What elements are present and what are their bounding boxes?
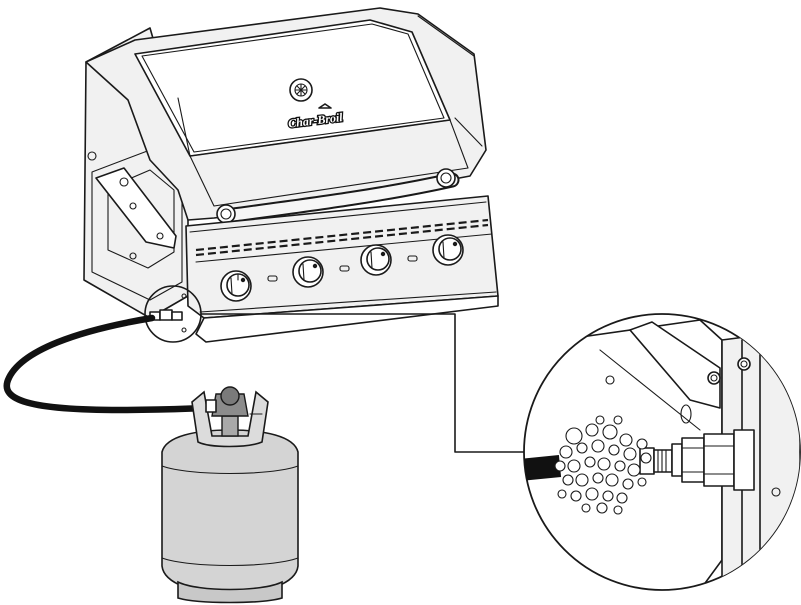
tank-foot-ring [177, 580, 283, 604]
indicator-slot-3 [407, 255, 418, 262]
regulator-cap [220, 386, 240, 406]
detail-hose [524, 455, 562, 481]
burner-knob-3 [360, 244, 392, 276]
indicator-slot-2 [339, 265, 350, 272]
side-bracket [95, 167, 177, 249]
burner-knob-1 [220, 270, 252, 302]
lower-cabinet [195, 295, 499, 343]
gas-grill: Char-Broil [83, 7, 499, 343]
callout-leader-line [200, 313, 526, 453]
tank-body [161, 429, 299, 595]
tank-valve [221, 415, 239, 437]
small-fitting [149, 293, 187, 333]
lid-handle [216, 168, 460, 224]
control-panel-vent-slots [195, 218, 489, 257]
burner-knob-2 [292, 256, 324, 288]
detail-bracket [629, 321, 721, 409]
detail-fitting [639, 429, 755, 491]
detail-magnified-view [523, 313, 801, 591]
propane-tank [161, 386, 299, 604]
indicator-slot-1 [267, 275, 278, 282]
soap-bubbles [554, 415, 652, 515]
brand-logo: Char-Broil [286, 78, 345, 132]
tank-collar [191, 390, 269, 448]
gas-hose [3, 314, 216, 414]
burner-knob-4 [432, 234, 464, 266]
